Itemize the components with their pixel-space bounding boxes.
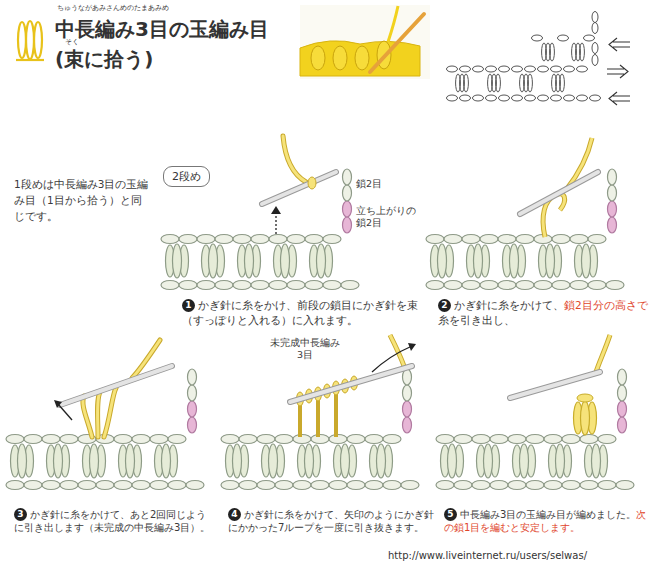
label-text: そく bbox=[65, 38, 79, 46]
callout-number: 5 bbox=[444, 508, 457, 521]
step-caption: 4かぎ針に糸をかけて、矢印のようにかぎ針にかかった7ループを一度に引き抜きます。 bbox=[228, 508, 434, 534]
ruby-text: ちゅうながあみさんめのたまあみめ bbox=[57, 4, 227, 13]
row-label: 2段め bbox=[172, 169, 201, 184]
ruby-text: そく bbox=[65, 38, 79, 47]
callout-number: 4 bbox=[228, 508, 241, 521]
label-text: 立ち上がりの 鎖2目 bbox=[356, 205, 416, 228]
callout-number: 1 bbox=[182, 299, 195, 312]
label-text: 糸を引き出し、 bbox=[438, 314, 515, 326]
callout-number: 2 bbox=[438, 299, 451, 312]
label-text: 鎖2目分の高さで bbox=[564, 299, 648, 311]
diagram-title: 中長編み3目の玉編み目 (束に拾う) bbox=[55, 14, 281, 74]
leader-label: 立ち上がりの 鎖2目 bbox=[356, 205, 418, 229]
row-tag: 2段め bbox=[163, 166, 210, 187]
label-text: かぎ針に糸をかけ、前段の鎖目にかぎ針を束（すっぽりと入れる）に入れます。 bbox=[182, 299, 418, 326]
label-text: 鎖2目 bbox=[356, 178, 382, 189]
step-caption: 1かぎ針に糸をかけ、前段の鎖目にかぎ針を束（すっぽりと入れる）に入れます。 bbox=[182, 298, 418, 328]
leader-label: 鎖2目 bbox=[356, 178, 418, 190]
step-caption: 3かぎ針に糸をかけて、あと2回同じように引き出します（未完成の中長編み3目）。 bbox=[14, 508, 216, 534]
label-text: ちゅうながあみさんめのたまあみめ bbox=[57, 4, 169, 12]
label-text: http://www.liveinternet.ru/users/selwas/ bbox=[388, 550, 587, 561]
side-note: 1段めは中長編み3目の玉編み目（1目から拾う）と同じです。 bbox=[14, 176, 152, 224]
label-text: かぎ針に糸をかけて、あと2回同じように引き出します（未完成の中長編み3目）。 bbox=[14, 509, 210, 533]
label-text: 未完成中長編み 3目 bbox=[270, 337, 340, 360]
step-caption: 5中長編み3目の玉編み目が編めました。次の鎖1目を編むと安定します。 bbox=[444, 508, 652, 534]
label-text: かぎ針に糸をかけて、 bbox=[454, 299, 564, 311]
leader-label: 未完成中長編み 3目 bbox=[268, 337, 342, 361]
watermark: http://www.liveinternet.ru/users/selwas/ bbox=[388, 549, 587, 562]
step-caption: 2かぎ針に糸をかけて、鎖2目分の高さで糸を引き出し、 bbox=[438, 298, 652, 328]
label-text: かぎ針に糸をかけて、矢印のようにかぎ針にかかった7ループを一度に引き抜きます。 bbox=[228, 509, 434, 533]
callout-number: 3 bbox=[14, 508, 27, 521]
label-text: 1段めは中長編み3目の玉編み目（1目から拾う）と同じです。 bbox=[14, 178, 148, 222]
label-text: 中長編み3目の玉編み目が編めました。 bbox=[460, 509, 636, 520]
